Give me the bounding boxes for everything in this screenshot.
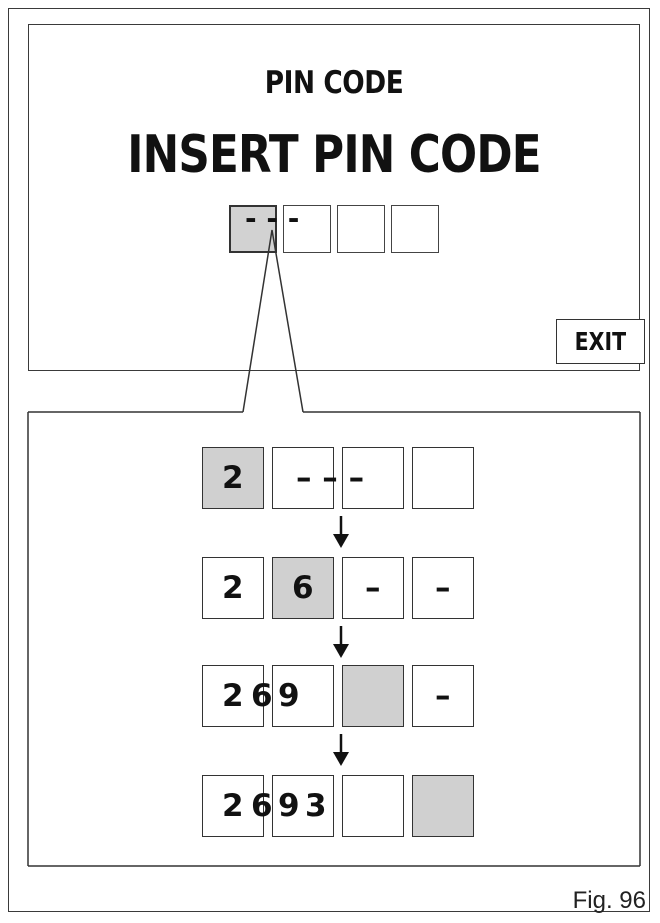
pin-digit-box-4[interactable] bbox=[391, 205, 439, 253]
pin-digit-box-2[interactable] bbox=[283, 205, 331, 253]
step4-box-2 bbox=[272, 775, 334, 837]
screen-title: PIN CODE bbox=[264, 65, 404, 101]
step2-digit-3: – bbox=[365, 570, 381, 606]
step3-digit-2: 6 bbox=[251, 678, 273, 714]
step1-dashes: – – – bbox=[296, 460, 365, 496]
step4-digit-3: 9 bbox=[278, 788, 300, 824]
step1-box-4 bbox=[412, 447, 474, 509]
step2-box-3 bbox=[342, 557, 404, 619]
step3-box-4 bbox=[412, 665, 474, 727]
step1-box-2 bbox=[272, 447, 334, 509]
step2-box-1 bbox=[202, 557, 264, 619]
step3-box-3 bbox=[342, 665, 404, 727]
step4-digit-2: 6 bbox=[251, 788, 273, 824]
pin-placeholder-dashes: - - - bbox=[245, 202, 300, 235]
pin-code-screen: PIN CODE INSERT PIN CODE - - - EXIT bbox=[28, 24, 645, 371]
step2-digit-1: 2 bbox=[222, 570, 244, 606]
step3-digit-4: – bbox=[435, 678, 451, 714]
step2-digit-2: 6 bbox=[292, 570, 314, 606]
pin-digit-box-3[interactable] bbox=[337, 205, 385, 253]
step1-box-1 bbox=[202, 447, 264, 509]
step4-box-3 bbox=[342, 775, 404, 837]
screen-heading: INSERT PIN CODE bbox=[127, 125, 541, 185]
step2-box-4 bbox=[412, 557, 474, 619]
step4-box-4 bbox=[412, 775, 474, 837]
step1-digit-1: 2 bbox=[222, 460, 244, 496]
step3-digit-1: 2 bbox=[222, 678, 244, 714]
step3-digit-3: 9 bbox=[278, 678, 300, 714]
step3-box-1 bbox=[202, 665, 264, 727]
step4-digit-4: 3 bbox=[305, 788, 327, 824]
figure-frame bbox=[8, 8, 650, 912]
step2-box-2 bbox=[272, 557, 334, 619]
step3-box-2 bbox=[272, 665, 334, 727]
figure-label: Fig. 96 bbox=[572, 887, 646, 914]
step1-box-3 bbox=[342, 447, 404, 509]
step4-box-1 bbox=[202, 775, 264, 837]
step4-digit-1: 2 bbox=[222, 788, 244, 824]
exit-button[interactable]: EXIT bbox=[556, 319, 645, 364]
step2-digit-4: – bbox=[435, 570, 451, 606]
